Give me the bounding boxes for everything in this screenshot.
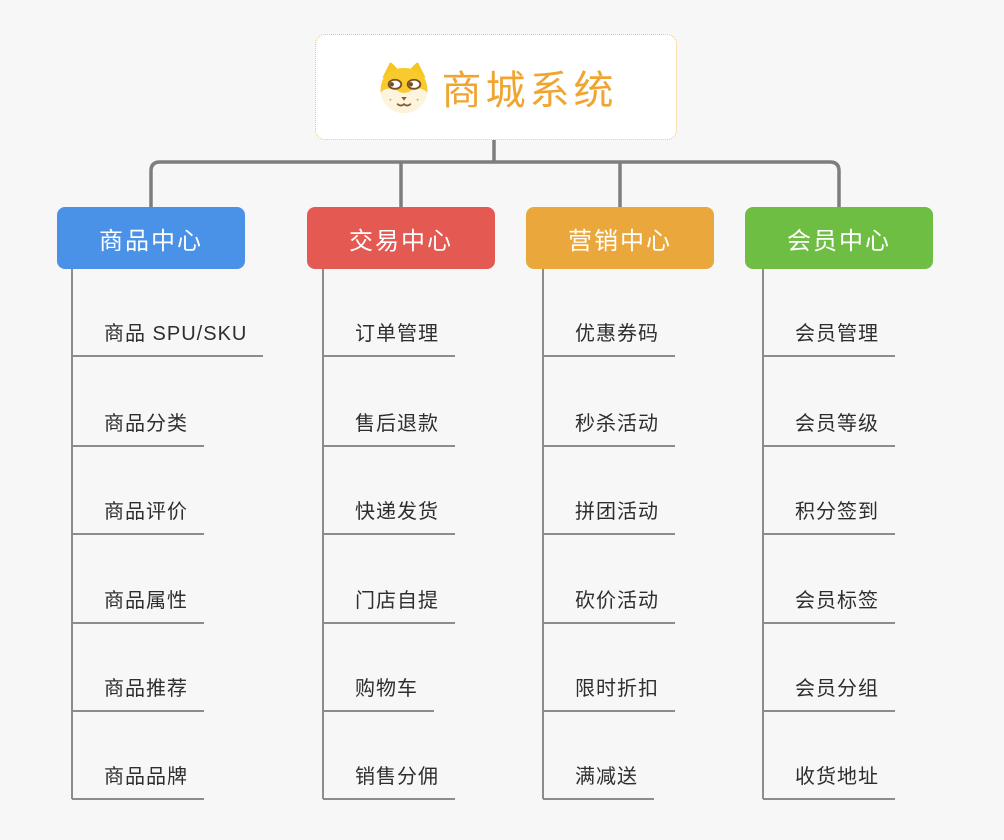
leaf-item[interactable]: 商品 SPU/SKU — [72, 320, 264, 357]
leaf-item[interactable]: 购物车 — [323, 675, 434, 712]
leaf-item[interactable]: 会员标签 — [763, 587, 895, 624]
root-title: 商城系统 — [441, 69, 618, 113]
leaf-item[interactable]: 商品评价 — [72, 498, 204, 535]
branch-node-marketing-center[interactable]: 营销中心 — [526, 207, 714, 269]
leaf-item[interactable]: 商品推荐 — [72, 675, 204, 712]
leaf-item[interactable]: 商品属性 — [72, 587, 204, 624]
leaf-item[interactable]: 销售分佣 — [323, 763, 455, 800]
leaf-item[interactable]: 砍价活动 — [543, 587, 675, 624]
leaf-item[interactable]: 满减送 — [543, 763, 654, 800]
leaf-item[interactable]: 会员等级 — [763, 410, 895, 447]
branch-node-product-center[interactable]: 商品中心 — [57, 207, 245, 269]
leaf-item[interactable]: 会员分组 — [763, 675, 895, 712]
leaf-item[interactable]: 门店自提 — [323, 587, 455, 624]
branch-node-member-center[interactable]: 会员中心 — [745, 207, 933, 269]
leaf-item[interactable]: 商品品牌 — [72, 763, 204, 800]
leaf-item[interactable]: 订单管理 — [323, 320, 455, 357]
dog-face-icon — [379, 62, 428, 114]
leaf-item[interactable]: 商品分类 — [72, 410, 204, 447]
leaf-item[interactable]: 限时折扣 — [543, 675, 675, 712]
root-node[interactable]: 商城系统 — [315, 34, 677, 140]
leaf-item[interactable]: 会员管理 — [763, 320, 895, 357]
branch-node-trade-center[interactable]: 交易中心 — [307, 207, 495, 269]
leaf-item[interactable]: 收货地址 — [763, 763, 895, 800]
leaf-item[interactable]: 售后退款 — [323, 410, 455, 447]
branch-rail-line — [149, 160, 841, 208]
leaf-item[interactable]: 秒杀活动 — [543, 410, 675, 447]
leaf-item[interactable]: 积分签到 — [763, 498, 895, 535]
leaf-item[interactable]: 优惠券码 — [543, 320, 675, 357]
leaf-item[interactable]: 快递发货 — [323, 498, 455, 535]
leaf-item[interactable]: 拼团活动 — [543, 498, 675, 535]
